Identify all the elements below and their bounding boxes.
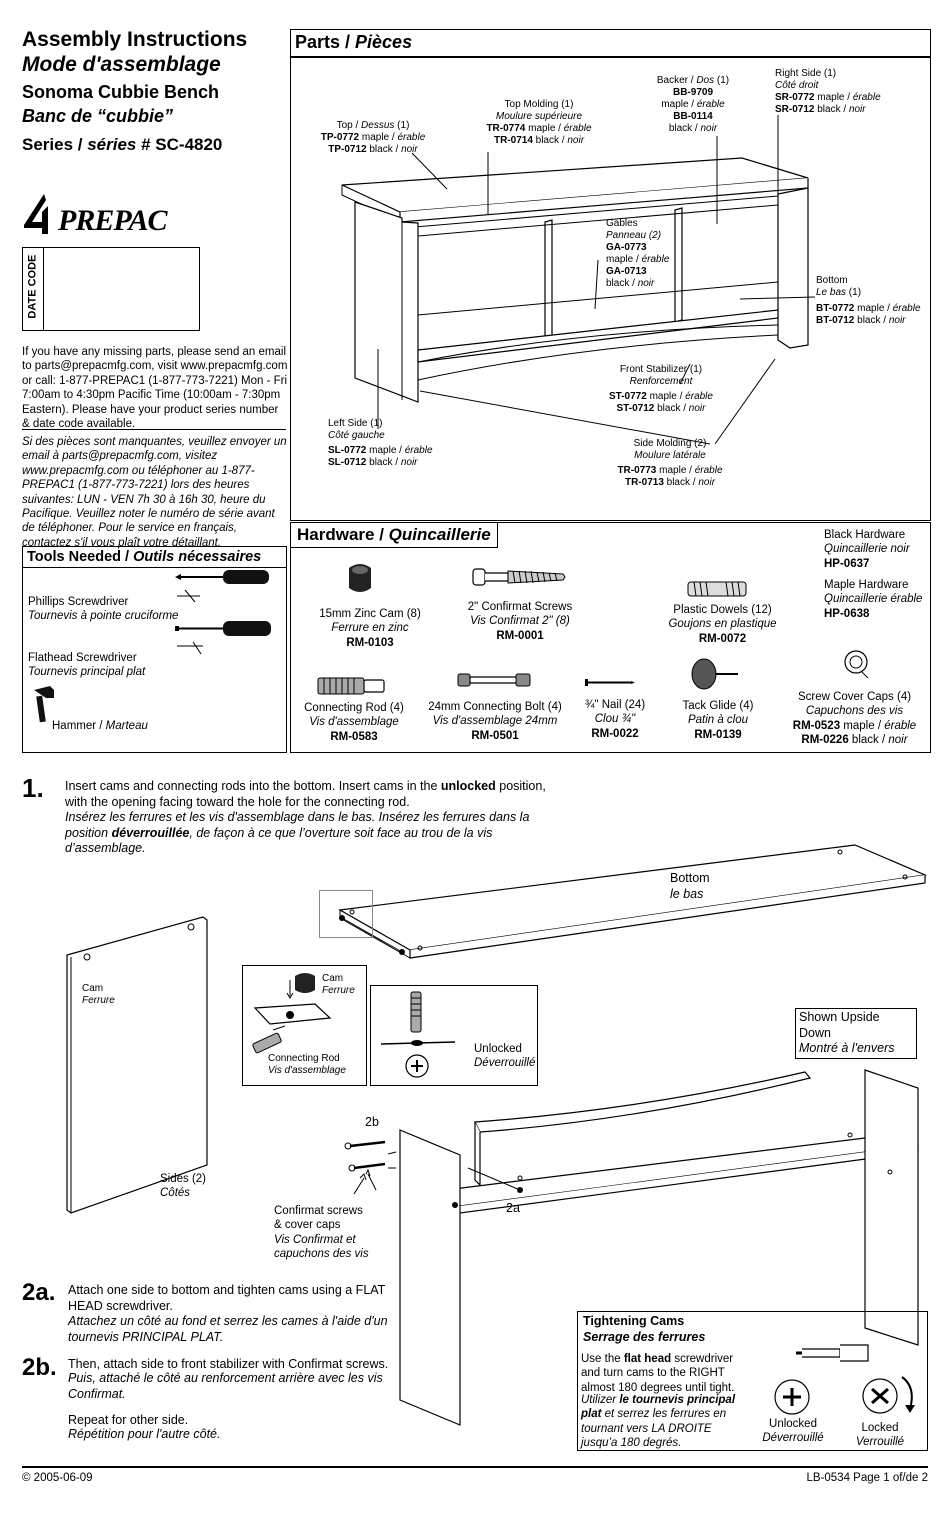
parts-box bbox=[290, 29, 931, 521]
brand-name: PREPAC bbox=[58, 204, 167, 237]
hardware-title: Hardware / Quincaillerie bbox=[291, 523, 498, 549]
part-top-molding: Top Molding (1) Moulure supérieure TR-07… bbox=[486, 99, 592, 146]
tools-title: Tools Needed / Outils nécessaires bbox=[23, 547, 286, 568]
part-front-stabilizer: Front Stabilizer (1) Renforcement ST-077… bbox=[609, 364, 713, 414]
step-2a-number: 2a. bbox=[22, 1279, 56, 1306]
maple-hardware: Maple Hardware Quincaillerie érable HP-0… bbox=[824, 579, 923, 620]
part-left-side: Left Side (1) Côté gauche SL-0772 maple … bbox=[328, 418, 433, 468]
hammer-icon bbox=[34, 686, 54, 723]
title-en: Assembly Instructions bbox=[22, 28, 248, 51]
assembly-2-diagram bbox=[344, 1069, 919, 1426]
unlocked-detail-box bbox=[370, 985, 538, 1086]
part-backer: Backer / Dos (1) BB-9709 maple / érable … bbox=[656, 75, 730, 134]
step-1-number: 1. bbox=[22, 773, 44, 803]
part-bottom: Bottom Le bas (1) BT-0772 maple / érable… bbox=[816, 275, 921, 326]
step-1-text-en: Insert cams and connecting rods into the… bbox=[65, 779, 546, 809]
label-2a: 2a bbox=[506, 1201, 520, 1215]
flathead-screwdriver-icon bbox=[175, 621, 271, 655]
tightening-text-en: Use the flat head screwdriver and turn c… bbox=[581, 1353, 735, 1394]
confirmat-screw-icon bbox=[472, 568, 566, 586]
black-hardware: Black Hardware Quincaillerie noir HP-063… bbox=[824, 529, 910, 570]
copyright: © 2005-06-09 bbox=[22, 1472, 93, 1484]
nail-icon bbox=[585, 679, 635, 686]
locked-cam-icon bbox=[862, 1376, 915, 1414]
plastic-dowel-icon bbox=[687, 581, 747, 597]
tack-glide-icon bbox=[691, 658, 738, 690]
step-2b-text-fr: Puis, attaché le côté au renforcement ar… bbox=[68, 1371, 383, 1401]
date-code-box[interactable] bbox=[22, 247, 200, 331]
title-fr: Mode d'assemblage bbox=[22, 53, 221, 77]
cam-insertion-diagram bbox=[252, 973, 332, 1054]
hw-nail: ¾" Nail (24)Clou ¾"RM-0022 bbox=[584, 699, 646, 740]
tool-hammer: Hammer / Marteau bbox=[52, 720, 148, 732]
confirmat-callout: Confirmat screws& cover caps Vis Confirm… bbox=[274, 1205, 369, 1261]
hw-connecting-bolt: 24mm Connecting Bolt (4)Vis d'assemblage… bbox=[428, 701, 562, 742]
tightening-text-fr: Utilizer le tournevis principal plat et … bbox=[581, 1394, 736, 1450]
sides-label: Sides (2)Côtés bbox=[160, 1173, 207, 1200]
screw-cover-cap-icon bbox=[844, 650, 869, 679]
contact-en: If you have any missing parts, please se… bbox=[22, 346, 288, 430]
repeat-fr: Répétition pour l'autre côté. bbox=[68, 1427, 221, 1441]
hw-screw-cover-caps: Screw Cover Caps (4)Capuchons des vis RM… bbox=[792, 691, 917, 747]
flathead-tip-icon bbox=[796, 1344, 869, 1362]
phillips-screwdriver-icon bbox=[175, 570, 269, 603]
tightening-box bbox=[577, 1311, 928, 1451]
step-1-text-fr: Insérez les ferrures et les vis d'assemb… bbox=[65, 810, 530, 856]
bench-diagram bbox=[341, 157, 809, 403]
page-number: LB-0534 Page 1 of/de 2 bbox=[806, 1472, 929, 1484]
step-2b-text-en: Then, attach side to front stabilizer wi… bbox=[68, 1357, 389, 1371]
tools-box bbox=[22, 546, 287, 753]
repeat-en: Repeat for other side. bbox=[68, 1413, 189, 1427]
contact-fr: Si des pièces sont manquantes, veuillez … bbox=[22, 436, 287, 549]
zinc-cam-icon bbox=[349, 564, 371, 592]
bottom-board-diagram bbox=[338, 844, 928, 959]
product-fr: Banc de “cubbie” bbox=[22, 105, 174, 126]
unlocked-cam-icon bbox=[774, 1379, 810, 1415]
product-en: Sonoma Cubbie Bench bbox=[22, 82, 220, 103]
cam-detail-box bbox=[242, 965, 367, 1086]
date-code-label: DATE CODE bbox=[26, 254, 39, 319]
series-line: Series / séries # SC-4820 bbox=[22, 135, 223, 155]
hardware-box bbox=[290, 522, 931, 753]
unlocked-cam-diagram bbox=[380, 991, 456, 1078]
part-top: Top / Dessus (1) TP-0772 maple / érable … bbox=[320, 120, 426, 155]
side-panel-diagram bbox=[66, 916, 208, 1214]
parts-leader-lines bbox=[377, 115, 816, 445]
detail-box-marker bbox=[319, 890, 373, 938]
label-2b: 2b bbox=[365, 1115, 379, 1129]
step-2b-number: 2b. bbox=[22, 1354, 57, 1381]
part-side-molding: Side Molding (2) Moulure latérale TR-077… bbox=[617, 438, 723, 488]
connecting-rod-icon bbox=[317, 677, 385, 695]
part-right-side: Right Side (1) Côté droit SR-0772 maple … bbox=[775, 68, 881, 115]
prepac-logo-icon bbox=[24, 194, 48, 234]
part-gables: Gables Panneau (2) GA-0773 maple / érabl… bbox=[606, 218, 670, 289]
step-2a-text-fr: Attachez un côté au fond et serrez les c… bbox=[68, 1314, 388, 1344]
step-2a-text-en: Attach one side to bottom and tighten ca… bbox=[68, 1283, 386, 1313]
connecting-bolt-icon bbox=[457, 673, 531, 687]
parts-title: Parts / Pièces bbox=[295, 32, 413, 52]
